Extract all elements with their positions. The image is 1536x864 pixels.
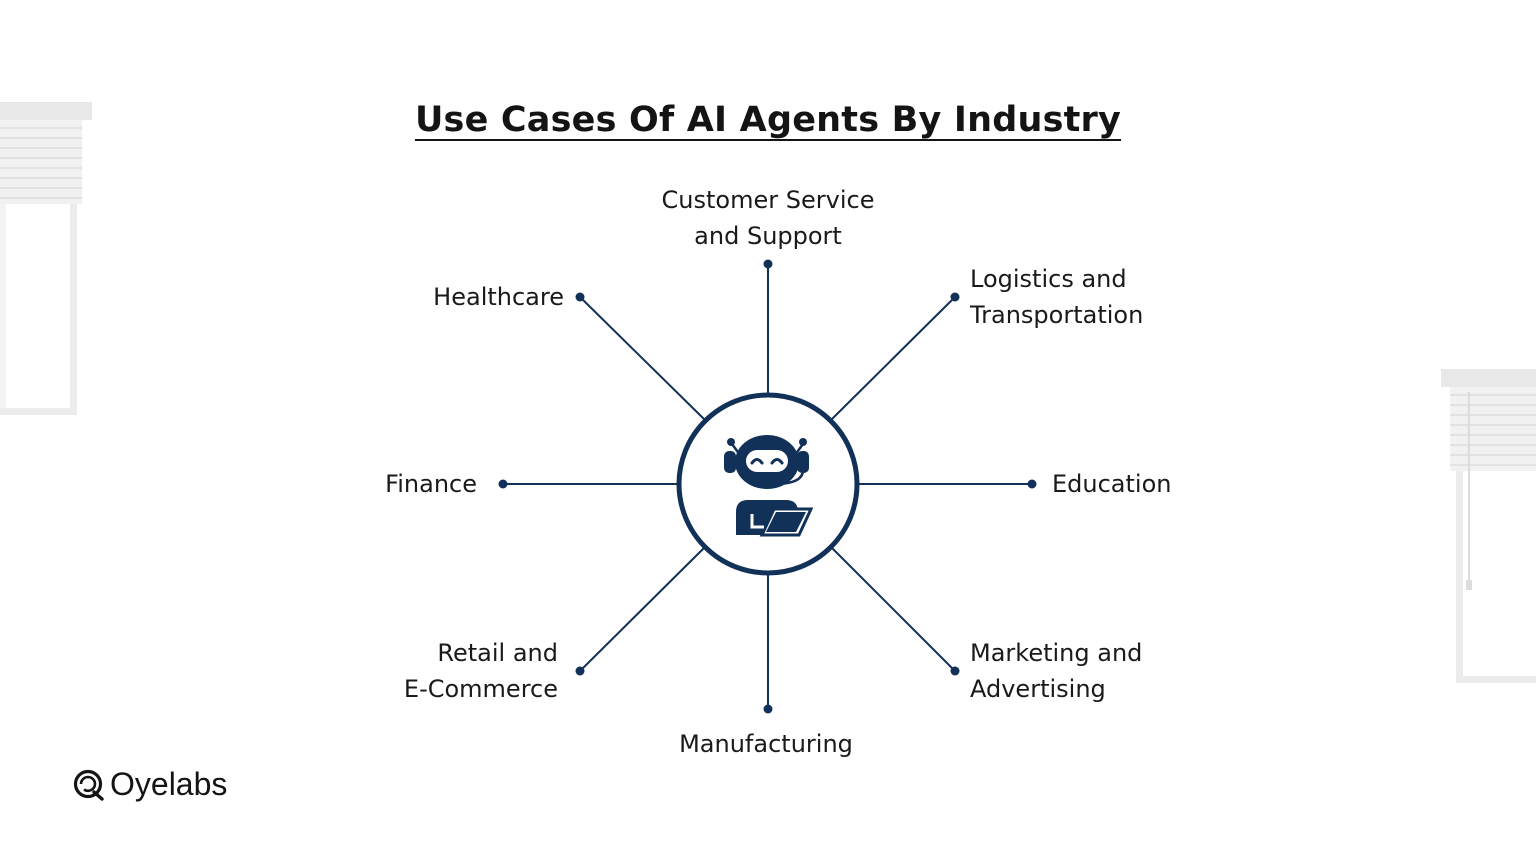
connector-dot [1027, 479, 1037, 489]
left-window-decoration [0, 102, 92, 415]
label-line: and Support [694, 222, 842, 250]
brand-name: Oyelabs [110, 765, 228, 802]
label-retail: Retail and E-Commerce [338, 635, 558, 707]
label-logistics: Logistics and Transportation [970, 261, 1230, 333]
page-title-text: Use Cases Of AI Agents By Industry [414, 100, 1122, 140]
spoke-retail [575, 547, 705, 676]
label-line: Transportation [970, 301, 1144, 329]
label-line: Marketing and [970, 639, 1143, 667]
spoke-marketing [831, 547, 960, 676]
spoke-logistics [831, 292, 960, 420]
label-line: Advertising [970, 675, 1106, 703]
label-finance: Finance [277, 466, 477, 502]
connector-dot [950, 292, 960, 302]
label-line: Logistics and [970, 265, 1127, 293]
spoke-customer-service [763, 259, 773, 393]
connector-dot [950, 666, 960, 676]
right-window-decoration [1441, 369, 1536, 683]
spoke-finance [498, 479, 677, 489]
brand-logo-lockup: Oyelabs [72, 764, 227, 804]
hub-circle [676, 392, 860, 576]
connector-dot [763, 704, 773, 714]
connector-dot [575, 292, 585, 302]
label-line: Manufacturing [679, 730, 853, 758]
connector-dot [575, 666, 585, 676]
robot-agent-icon [724, 435, 814, 537]
label-education: Education [1052, 466, 1272, 502]
label-line: Finance [385, 470, 477, 498]
label-line: Education [1052, 470, 1172, 498]
label-line: E-Commerce [403, 675, 558, 703]
label-manufacturing: Manufacturing [616, 726, 916, 762]
label-line: Healthcare [433, 283, 564, 311]
connector-line [579, 547, 705, 672]
connector-dot [498, 479, 508, 489]
connector-dot [763, 259, 773, 269]
label-healthcare: Healthcare [364, 279, 564, 315]
label-marketing: Marketing and Advertising [970, 635, 1230, 707]
spoke-manufacturing [763, 575, 773, 714]
label-customer-service: Customer Service and Support [618, 182, 918, 254]
connector-line [579, 296, 705, 420]
spoke-education [859, 479, 1037, 489]
label-line: Retail and [437, 639, 558, 667]
connector-line [831, 296, 956, 420]
oyelabs-logo-icon [73, 769, 104, 801]
spoke-healthcare [575, 292, 705, 420]
page-title: Use Cases Of AI Agents By Industry [0, 100, 1536, 140]
label-line: Customer Service [661, 186, 875, 214]
connector-line [831, 547, 956, 672]
